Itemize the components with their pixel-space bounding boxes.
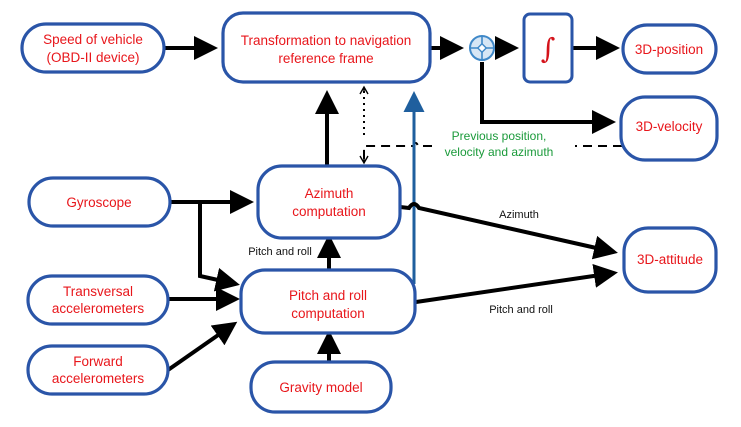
- node-gravity-label: Gravity model: [279, 380, 362, 395]
- node-3d-velocity: 3D-velocity: [619, 95, 719, 162]
- node-speed-line1: Speed of vehicle: [43, 32, 143, 47]
- node-pitchroll-line2: computation: [291, 306, 365, 321]
- edge-azimuth-to-attitude: [399, 202, 618, 260]
- node-gyroscope: Gyroscope: [27, 176, 172, 228]
- node-velocity-label: 3D-velocity: [636, 119, 703, 134]
- node-transform-line1: Transformation to navigation: [241, 33, 412, 48]
- node-transversal-accelerometers: Transversal accelerometers: [26, 274, 170, 326]
- node-azimuth-line2: computation: [292, 204, 366, 219]
- label-azimuth-edge: Azimuth: [499, 209, 539, 221]
- label-feedback-line2: velocity and azimuth: [445, 145, 554, 159]
- node-forward-accelerometers: Forward accelerometers: [26, 344, 170, 396]
- node-transformation: Transformation to navigation reference f…: [221, 11, 432, 84]
- node-pitchroll-line1: Pitch and roll: [289, 288, 367, 303]
- node-attitude-label: 3D-attitude: [637, 252, 703, 267]
- node-pitch-roll-computation: Pitch and roll computation: [239, 268, 417, 335]
- node-forward-line1: Forward: [73, 354, 123, 369]
- edge-pitchroll-to-attitude: [415, 264, 618, 304]
- node-integrator: ∫: [522, 12, 574, 84]
- node-forward-line2: accelerometers: [52, 371, 145, 386]
- node-3d-position: 3D-position: [621, 23, 718, 75]
- node-transversal-line1: Transversal: [63, 284, 133, 299]
- edge-gyroscope-to-pitchroll: [198, 202, 240, 292]
- label-feedback-line1: Previous position,: [452, 129, 547, 143]
- node-speed-of-vehicle: Speed of vehicle (OBD-II device): [20, 22, 166, 74]
- node-azimuth-computation: Azimuth computation: [256, 164, 402, 240]
- edge-forward-to-pitchroll: [166, 321, 238, 372]
- node-azimuth-line1: Azimuth: [305, 186, 354, 201]
- node-gravity-model: Gravity model: [249, 360, 393, 414]
- node-transversal-line2: accelerometers: [52, 301, 145, 316]
- node-speed-line2: (OBD-II device): [46, 50, 139, 65]
- integral-symbol: ∫: [541, 32, 556, 65]
- label-pitch-roll-edge: Pitch and roll: [489, 304, 553, 316]
- node-position-label: 3D-position: [635, 42, 703, 57]
- node-transform-line2: reference frame: [278, 51, 373, 66]
- node-3d-attitude: 3D-attitude: [622, 226, 718, 294]
- summing-junction-icon: [469, 35, 495, 61]
- node-gyroscope-label: Gyroscope: [66, 195, 131, 210]
- edge-junction-to-velocity: [480, 62, 616, 134]
- label-pitch-roll-up: Pitch and roll: [248, 246, 312, 258]
